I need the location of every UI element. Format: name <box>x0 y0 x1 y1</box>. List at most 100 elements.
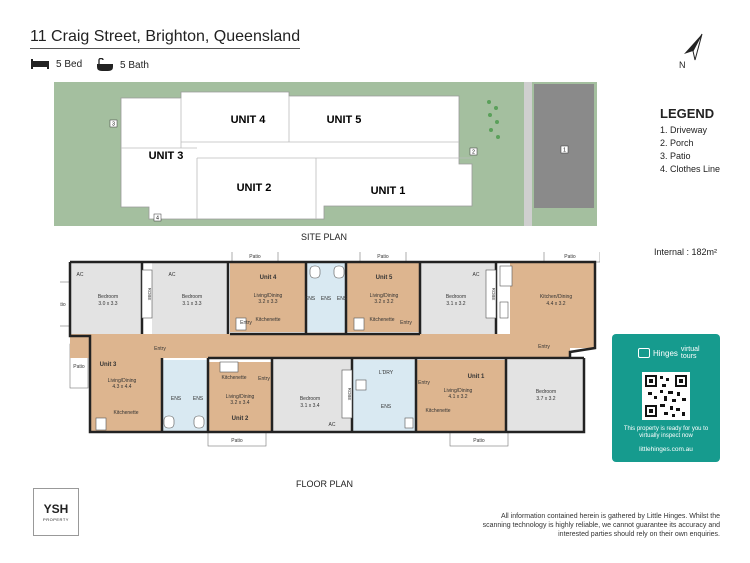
site-unit-2: UNIT 2 <box>237 182 272 194</box>
room-dimensions: 3.1 x 3.2 <box>446 301 465 307</box>
entry-label: Entry <box>154 346 166 352</box>
virtual-tours-text: This property is ready for you to virtua… <box>623 426 709 439</box>
site-unit-1: UNIT 1 <box>371 185 406 197</box>
living-dining-label: Living/Dining <box>444 388 473 394</box>
kitchen-dining-label: Kitchen/Dining <box>540 294 572 300</box>
brand-name: Hinges <box>653 348 678 358</box>
legend-item: 3. Patio <box>660 151 691 161</box>
living-dining-label: Living/Dining <box>226 394 255 400</box>
ensuite-label: ENS <box>381 404 392 410</box>
agency-logo: YSH PROPERTY <box>33 488 79 536</box>
entry-label: Entry <box>240 320 252 326</box>
robe-label: ROBE <box>347 388 352 401</box>
bed-icon <box>31 59 49 69</box>
site-plan: UNIT 4 UNIT 5 UNIT 3 UNIT 2 UNIT 1 1 2 3… <box>54 82 597 226</box>
hinges-logo-icon <box>638 348 650 358</box>
marker-driveway: 1 <box>563 148 566 154</box>
unit-4-label: Unit 4 <box>260 275 277 281</box>
qr-code-icon <box>645 375 687 417</box>
robe-label: ROBE <box>147 288 152 301</box>
internal-area: Internal : 182m² <box>654 247 718 257</box>
ensuite-label: ENS <box>171 396 182 402</box>
site-unit-5: UNIT 5 <box>327 114 362 126</box>
marker-clothes-line: 4 <box>156 216 159 222</box>
ensuite-label: ENS <box>305 296 316 302</box>
kitchenette-label: Kitchenette <box>113 410 138 416</box>
unit-3-label: Unit 3 <box>100 362 117 368</box>
entry-label: Entry <box>538 344 550 350</box>
patio-label: Patio <box>249 254 261 260</box>
patio-label: Patio <box>564 254 576 260</box>
ac-label: AC <box>329 422 336 428</box>
bath-icon <box>97 58 113 71</box>
legend-item: 2. Porch <box>660 138 694 148</box>
legend-item: 1. Driveway <box>660 125 708 135</box>
room-dimensions: 3.2 x 3.2 <box>374 299 393 305</box>
patio-label: Patio <box>231 438 243 444</box>
legend-item: 4. Clothes Line <box>660 164 721 174</box>
patio-label: Patio <box>473 438 485 444</box>
patio-label: Patio <box>73 364 85 370</box>
north-label: N <box>679 60 686 70</box>
room-dimensions: 4.3 x 4.4 <box>112 384 131 390</box>
patio-label: Patio <box>377 254 389 260</box>
room-dimensions: 3.2 x 3.3 <box>258 299 277 305</box>
brand-tagline: virtual tours <box>680 346 700 360</box>
baths-count: 5 Bath <box>120 59 149 71</box>
baths-feature: 5 Bath <box>96 58 149 72</box>
ensuite-label: ENS <box>321 296 332 302</box>
room-dimensions: 3.1 x 3.4 <box>300 403 319 409</box>
marker-patio: 3 <box>112 122 115 128</box>
unit-2-label: Unit 2 <box>232 416 249 422</box>
room-dimensions: 3.0 x 3.3 <box>98 301 117 307</box>
floor-plan-caption: FLOOR PLAN <box>296 479 354 489</box>
unit-1-label: Unit 1 <box>468 374 485 380</box>
beds-count: 5 Bed <box>56 58 83 70</box>
living-dining-label: Living/Dining <box>370 293 399 299</box>
property-address: 11 Craig Street, Brighton, Queensland <box>30 28 301 45</box>
kitchenette-label: Kitchenette <box>255 317 280 323</box>
entry-label: Entry <box>418 380 430 386</box>
north-arrow-icon <box>684 33 703 61</box>
ensuite-label: ENS <box>337 296 348 302</box>
bedroom-label: Bedroom <box>446 294 466 300</box>
beds-feature: 5 Bed <box>30 58 82 70</box>
room-dimensions: 3.1 x 3.3 <box>182 301 201 307</box>
virtual-tours-url[interactable]: littlehinges.com.au <box>639 446 693 453</box>
site-unit-3: UNIT 3 <box>149 150 184 162</box>
legend-title: LEGEND <box>660 106 715 121</box>
ensuite-label: ENS <box>193 396 204 402</box>
virtual-tours-card[interactable]: Hinges virtual tours This property is re… <box>612 334 720 462</box>
entry-label: Entry <box>258 376 270 382</box>
bedroom-label: Bedroom <box>536 389 556 395</box>
kitchenette-label: Kitchenette <box>369 317 394 323</box>
marker-porch: 2 <box>472 150 475 156</box>
room-dimensions: 4.4 x 3.2 <box>546 301 565 307</box>
agency-logo-main: YSH <box>43 502 69 516</box>
robe-label: ROBE <box>491 288 496 301</box>
entry-label: Entry <box>400 320 412 326</box>
patio-label: Patio <box>60 302 66 308</box>
kitchenette-label: Kitchenette <box>221 375 246 381</box>
legend-list: 1. Driveway 2. Porch 3. Patio 4. Clothes… <box>660 124 720 176</box>
bedroom-label: Bedroom <box>300 396 320 402</box>
living-dining-label: Living/Dining <box>108 378 137 384</box>
laundry-label: L'DRY <box>379 370 394 376</box>
ac-label: AC <box>77 272 84 278</box>
bedroom-label: Bedroom <box>98 294 118 300</box>
site-unit-4: UNIT 4 <box>231 114 267 126</box>
virtual-tours-brand: Hinges virtual tours <box>638 346 705 360</box>
qr-code[interactable] <box>642 372 690 420</box>
room-dimensions: 4.1 x 3.2 <box>448 394 467 400</box>
unit-5-label: Unit 5 <box>376 275 393 281</box>
bedroom-label: Bedroom <box>182 294 202 300</box>
floor-plan: Patio Patio Patio Patio Patio Patio Pati… <box>60 252 600 447</box>
ac-label: AC <box>169 272 176 278</box>
kitchenette-label: Kitchenette <box>425 408 450 414</box>
agency-logo-sub: PROPERTY <box>43 517 69 522</box>
room-dimensions: 3.7 x 3.2 <box>536 396 555 402</box>
building-footprint <box>120 91 473 220</box>
title-divider <box>30 48 300 49</box>
ac-label: AC <box>473 272 480 278</box>
disclaimer-text: All information contained herein is gath… <box>482 513 720 538</box>
